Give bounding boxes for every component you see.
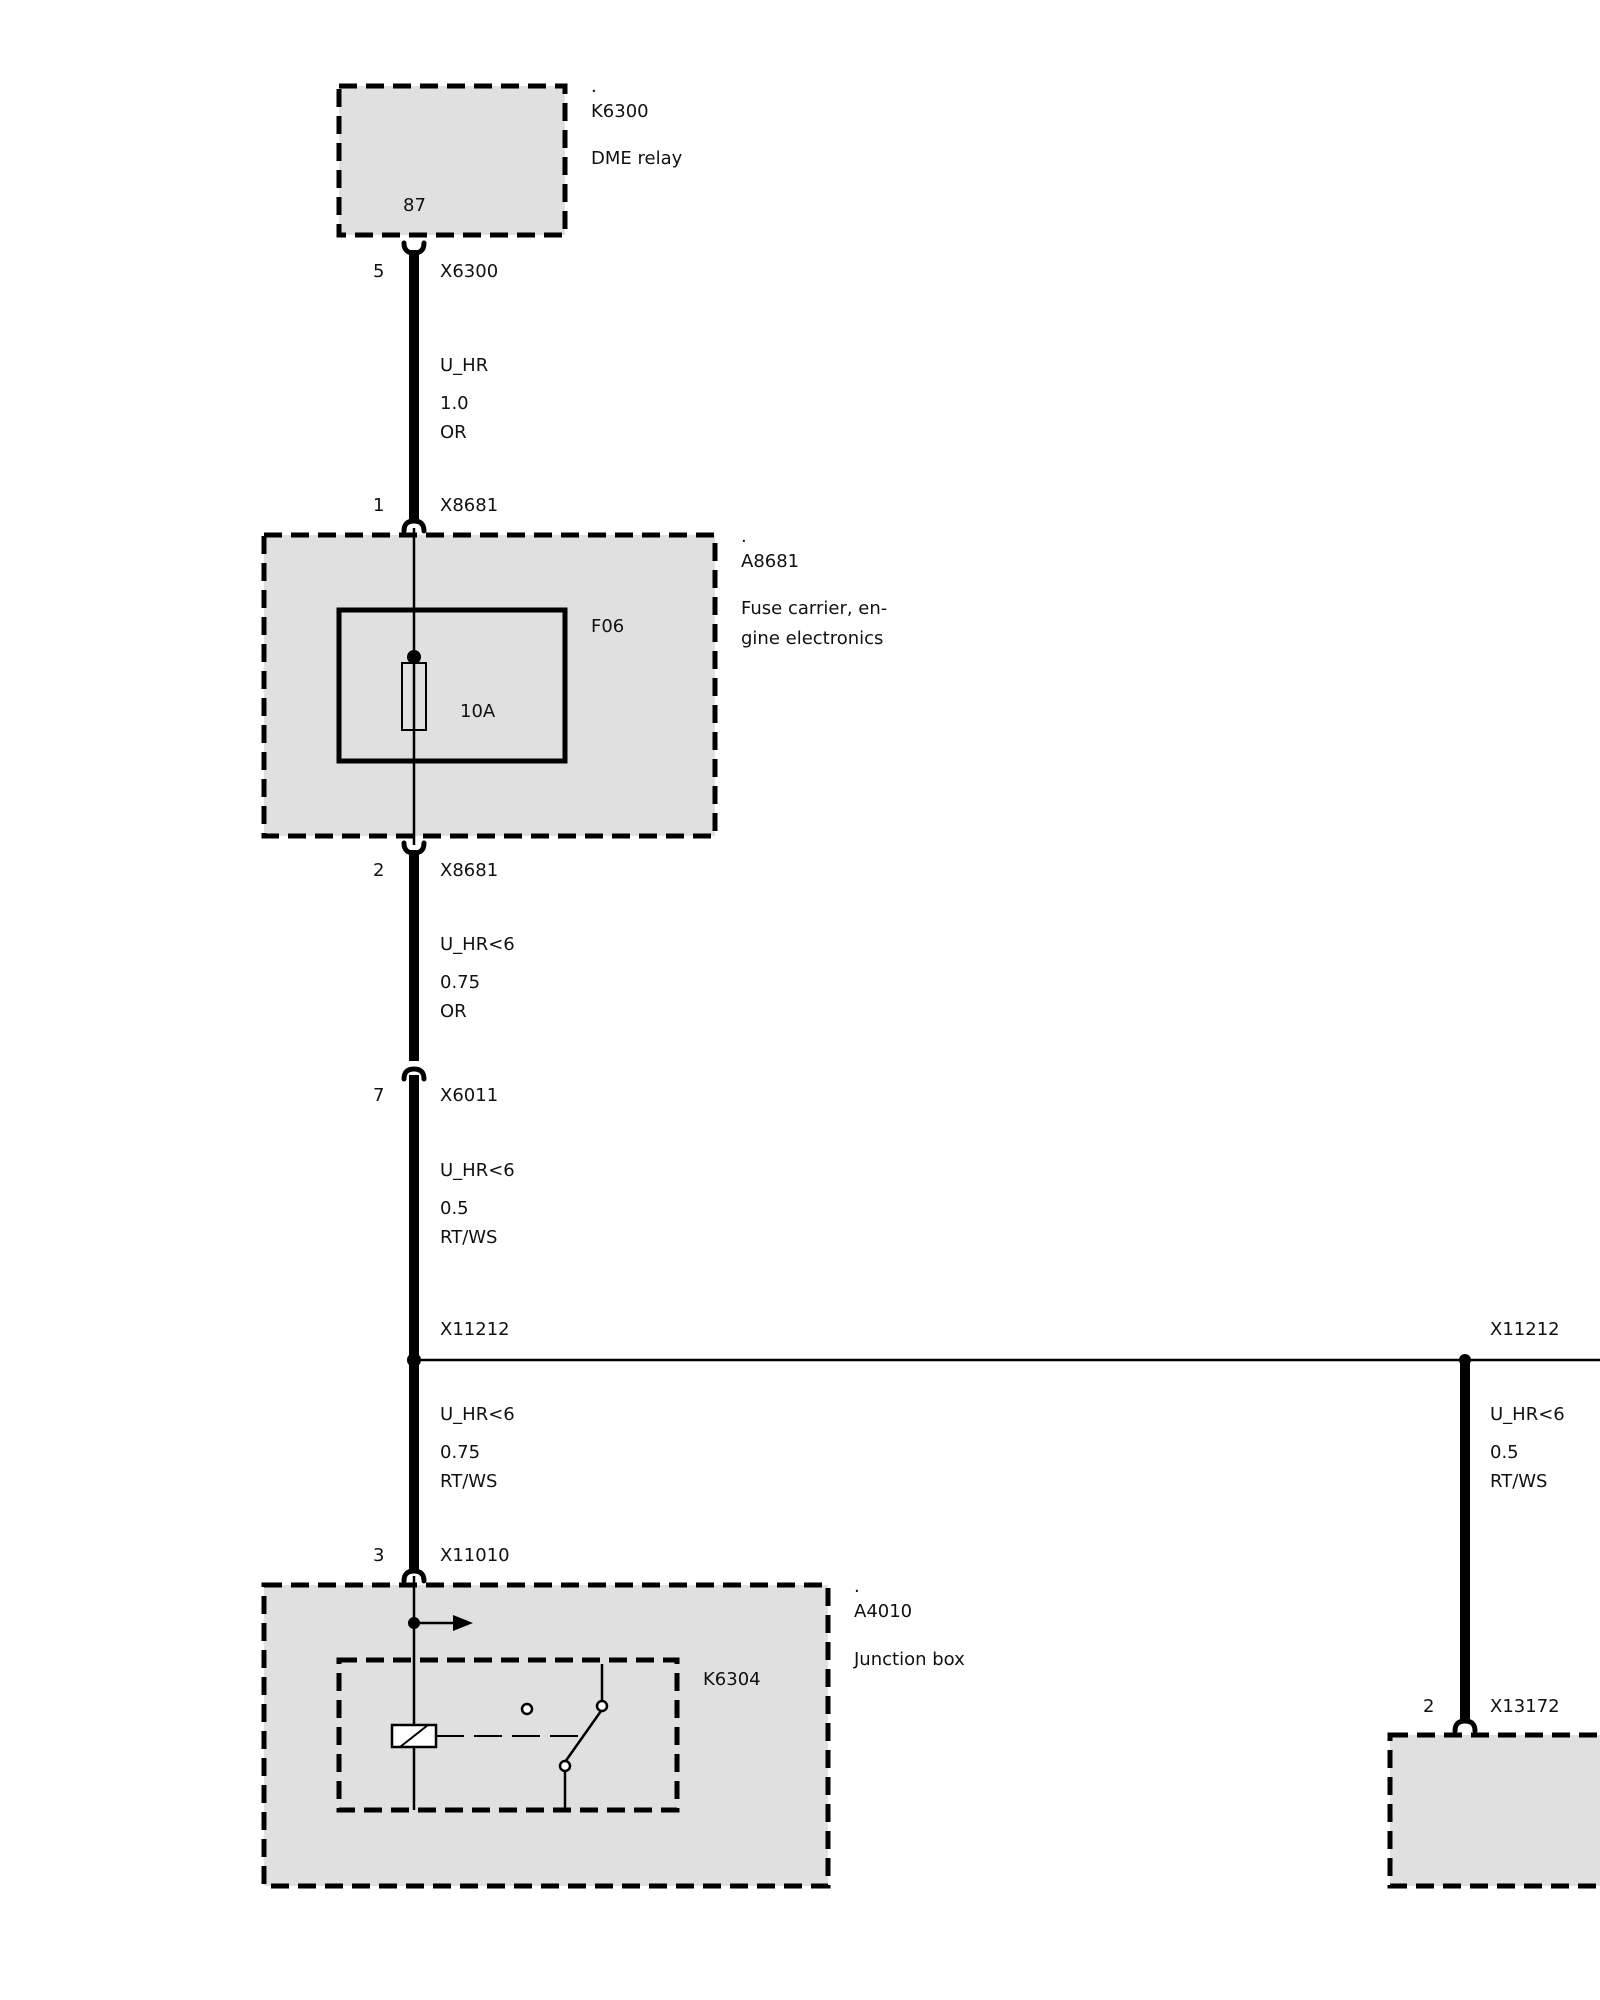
a8681-name-line2: gine electronics <box>741 628 883 649</box>
w4-signal: U_HR<6 <box>440 1404 515 1425</box>
w2-gauge: 0.75 <box>440 972 480 993</box>
component-a8681[interactable]: 10A <box>261 532 718 839</box>
k6300-dot: . <box>591 76 597 97</box>
component-k6300[interactable]: 87 <box>336 83 568 238</box>
x13172-label: X13172 <box>1490 1696 1560 1717</box>
k6300-id: K6300 <box>591 101 649 122</box>
x11212-left-label: X11212 <box>440 1319 510 1340</box>
fuse-f06-rating: 10A <box>460 701 496 722</box>
x6011-label: X6011 <box>440 1085 498 1106</box>
w2-signal: U_HR<6 <box>440 934 515 955</box>
x6011-pin: 7 <box>373 1085 384 1106</box>
a8681-name-line1: Fuse carrier, en- <box>741 598 887 619</box>
fuse-f06-label: F06 <box>591 616 624 637</box>
a4010-name: Junction box <box>853 1649 965 1670</box>
x11010-pin: 3 <box>373 1545 384 1566</box>
k6300-name: DME relay <box>591 148 683 169</box>
x8681-out-pin: 2 <box>373 860 384 881</box>
continuation-arrow-icon[interactable] <box>453 1615 473 1631</box>
w3-color: RT/WS <box>440 1227 497 1248</box>
x13172-pin: 2 <box>1423 1696 1434 1717</box>
w4-color: RT/WS <box>440 1471 497 1492</box>
x6300-pin: 5 <box>373 261 384 282</box>
w5-color: RT/WS <box>1490 1471 1547 1492</box>
a8681-dot: . <box>741 526 747 547</box>
w3-gauge: 0.5 <box>440 1198 469 1219</box>
a4010-box[interactable] <box>261 1582 831 1889</box>
relay-k6304-label: K6304 <box>703 1669 761 1690</box>
x8681-in-label: X8681 <box>440 495 498 516</box>
x8681-out-label: X8681 <box>440 860 498 881</box>
connector-x6011-fork <box>401 1066 427 1082</box>
w5-signal: U_HR<6 <box>1490 1404 1565 1425</box>
relay-contact-no <box>595 1699 609 1713</box>
relay-coil-diagonal <box>399 1724 429 1748</box>
relay-k6304-box[interactable] <box>336 1657 680 1813</box>
x11010-label: X11010 <box>440 1545 510 1566</box>
w1-signal: U_HR <box>440 355 488 376</box>
relay-switch-arm <box>563 1710 603 1763</box>
x6300-label: X6300 <box>440 261 498 282</box>
k6300-pin-87: 87 <box>403 195 426 216</box>
a8681-box[interactable] <box>261 532 718 839</box>
w3-signal: U_HR<6 <box>440 1160 515 1181</box>
x13172-component-box[interactable] <box>1387 1732 1600 1889</box>
a8681-id: A8681 <box>741 551 799 572</box>
k6300-box[interactable] <box>336 83 568 238</box>
w2-color: OR <box>440 1001 467 1022</box>
fuse-f06-frame <box>336 607 568 764</box>
component-a4010[interactable] <box>261 1582 831 1889</box>
w4-gauge: 0.75 <box>440 1442 480 1463</box>
connector-x8681-in-fork <box>401 518 427 534</box>
connector-x13172-fork <box>1452 1718 1478 1734</box>
w1-gauge: 1.0 <box>440 393 469 414</box>
connector-x11010-fork <box>401 1568 427 1584</box>
x8681-in-pin: 1 <box>373 495 384 516</box>
relay-switch-pivot <box>558 1759 572 1773</box>
w1-color: OR <box>440 422 467 443</box>
w5-gauge: 0.5 <box>1490 1442 1519 1463</box>
relay-contact-nc <box>520 1702 534 1716</box>
a4010-dot: . <box>854 1576 860 1597</box>
x11212-right-label: X11212 <box>1490 1319 1560 1340</box>
a4010-id: A4010 <box>854 1601 912 1622</box>
